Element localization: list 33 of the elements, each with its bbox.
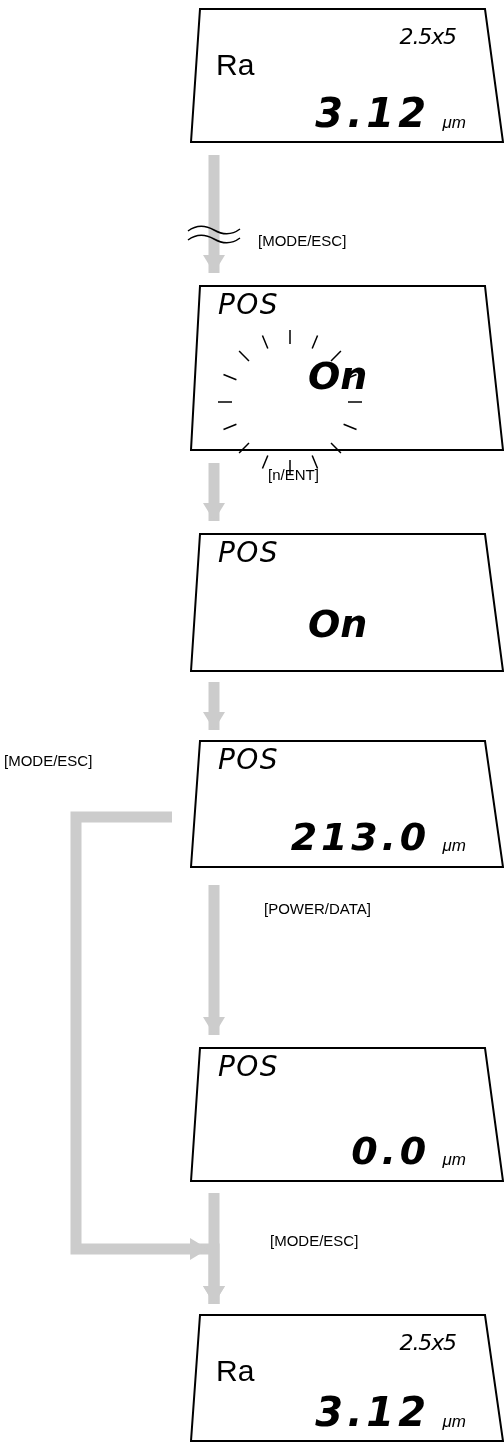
key-label: [MODE/ESC] <box>258 232 347 251</box>
measured-value: 3.12 <box>315 1392 430 1432</box>
lcd-display-panel <box>190 1314 504 1442</box>
display-value: On <box>308 357 368 395</box>
mode-label: POS <box>218 746 279 774</box>
flow-arrow <box>70 811 225 1304</box>
flow-arrow <box>203 155 225 273</box>
parameter-label: Ra <box>216 50 255 80</box>
flow-arrow <box>203 682 225 730</box>
unit-label: μm <box>442 1413 466 1430</box>
display-value: 213.0 <box>290 818 430 856</box>
unit-label: μm <box>442 1151 466 1168</box>
display-value: On <box>308 605 368 643</box>
key-label: [POWER/DATA] <box>264 900 371 919</box>
lcd-display-panel <box>190 1047 504 1182</box>
mode-label: POS <box>218 291 279 319</box>
mode-label: POS <box>218 539 279 567</box>
lcd-display-panel <box>190 8 504 143</box>
lcd-display-panel <box>190 740 504 868</box>
unit-label: μm <box>442 837 466 854</box>
key-label: [n/ENT] <box>268 466 319 485</box>
unit-label: μm <box>442 114 466 131</box>
range-reading: 2.5x5 <box>399 26 456 48</box>
measured-value: 3.12 <box>315 93 430 133</box>
lcd-display-panel <box>190 533 504 672</box>
key-label: [MODE/ESC] <box>270 1232 359 1251</box>
range-reading: 2.5x5 <box>399 1332 456 1354</box>
flow-arrow <box>203 463 225 521</box>
mode-label: POS <box>218 1053 279 1081</box>
display-value: 0.0 <box>351 1132 430 1170</box>
flow-arrow <box>203 885 225 1035</box>
parameter-label: Ra <box>216 1356 255 1386</box>
key-label: [MODE/ESC] <box>4 752 93 771</box>
